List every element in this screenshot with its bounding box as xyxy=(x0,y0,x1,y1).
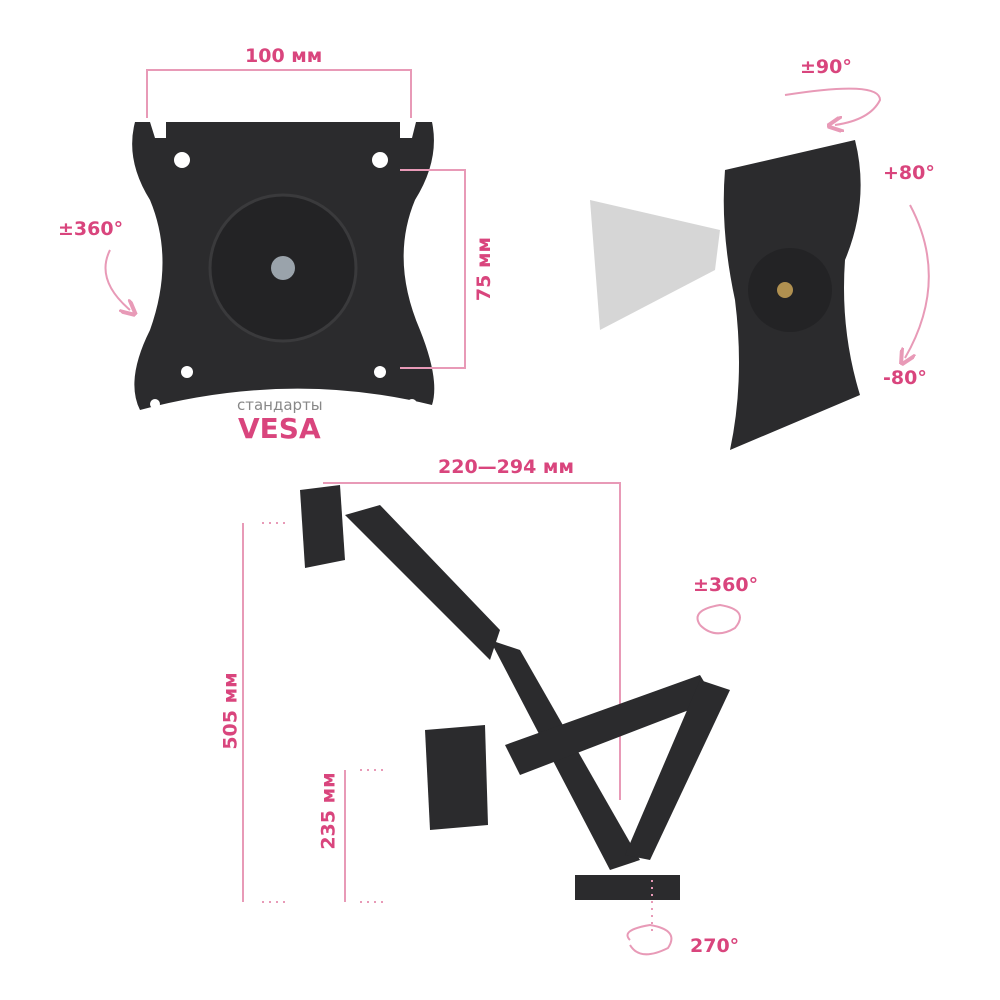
standard-caption: стандарты xyxy=(237,396,323,414)
vesa-width-label: 100 мм xyxy=(245,45,323,67)
base-rotation-label: 270° xyxy=(690,935,740,957)
tilt-up-label: +80° xyxy=(883,162,935,184)
standard-name: VESA xyxy=(238,412,321,445)
vesa-height-label: 75 мм xyxy=(473,236,496,302)
min-height-label: 235 мм xyxy=(317,772,340,850)
max-height-label: 505 мм xyxy=(219,672,242,750)
pole-rotation-label: ±360° xyxy=(693,574,759,596)
plate-rotation-label: ±360° xyxy=(58,218,124,240)
swivel-label: ±90° xyxy=(800,56,852,78)
plate-bolt xyxy=(271,256,295,280)
tilt-down-label: -80° xyxy=(883,367,927,389)
reach-label: 220—294 мм xyxy=(438,456,574,478)
monitor-arm xyxy=(300,485,730,900)
